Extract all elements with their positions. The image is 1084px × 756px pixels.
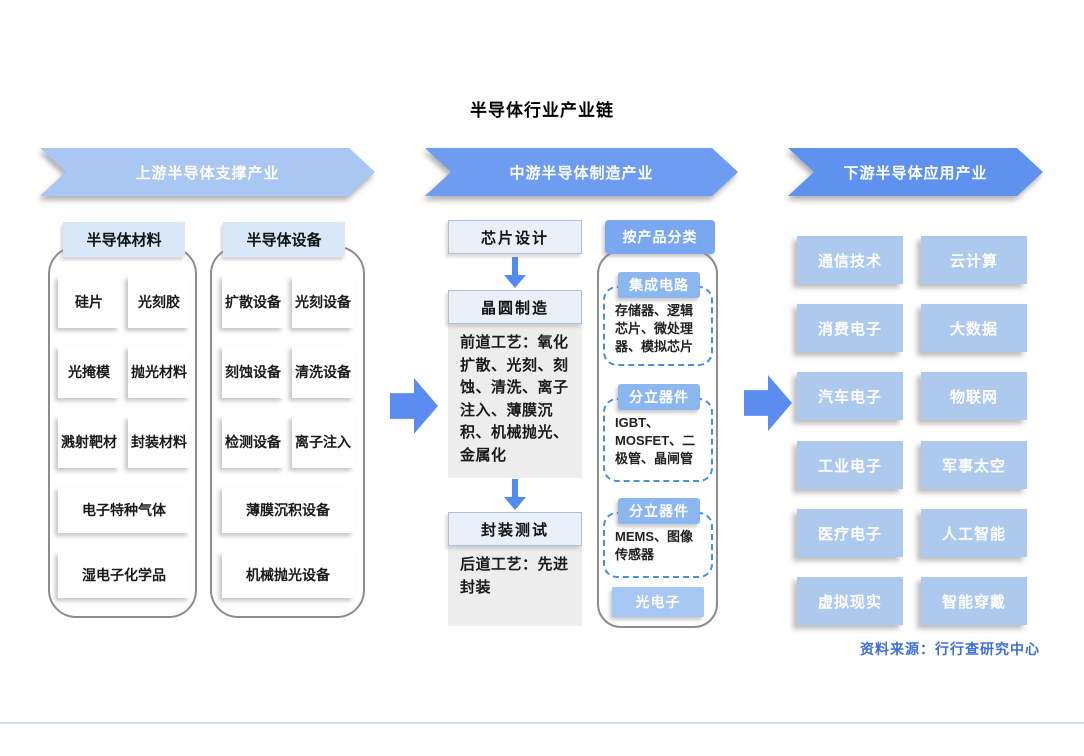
back-end-process-note: 后道工艺：先进封装 — [448, 546, 582, 626]
equipment-item: 薄膜沉积设备 — [222, 487, 354, 533]
category-label-sensor: 分立器件 — [618, 498, 700, 524]
app-box: 云计算 — [921, 236, 1027, 284]
material-item: 光掩模 — [58, 346, 120, 398]
down-arrow-icon — [504, 257, 526, 288]
equipment-panel-header: 半导体设备 — [223, 222, 345, 257]
page-title: 半导体行业产业链 — [470, 101, 614, 120]
front-end-process-note: 前道工艺：氧化扩散、光刻、刻蚀、清洗、离子注入、薄膜沉积、机械抛光、金属化 — [448, 324, 582, 478]
right-arrow-icon — [390, 378, 438, 434]
category-detail-ic: 存储器、逻辑芯片、微处理器、模拟芯片 — [603, 286, 713, 366]
flow-step-wafer-fab: 晶圆制造 — [448, 290, 582, 324]
category-detail-discrete: IGBT、MOSFET、二极管、晶闸管 — [603, 398, 713, 482]
app-box: 大数据 — [921, 304, 1027, 352]
midstream-banner-arrow: 中游半导体制造产业 — [425, 148, 738, 196]
upstream-banner-label: 上游半导体支撑产业 — [40, 148, 375, 196]
app-box: 虚拟现实 — [797, 577, 903, 625]
category-label-ic: 集成电路 — [618, 272, 700, 298]
materials-panel-header: 半导体材料 — [63, 222, 185, 257]
equipment-item: 光刻设备 — [292, 276, 354, 328]
app-box: 汽车电子 — [797, 372, 903, 420]
upstream-banner-arrow: 上游半导体支撑产业 — [40, 148, 375, 196]
downstream-banner-arrow: 下游半导体应用产业 — [788, 148, 1043, 196]
material-item: 封装材料 — [128, 416, 190, 468]
footer-divider — [0, 722, 1084, 724]
app-box: 人工智能 — [921, 509, 1027, 557]
app-box: 军事太空 — [921, 441, 1027, 489]
right-arrow-icon — [744, 375, 792, 431]
equipment-item: 检测设备 — [222, 416, 284, 468]
down-arrow-icon — [504, 479, 526, 510]
downstream-banner-label: 下游半导体应用产业 — [788, 148, 1043, 196]
midstream-banner-label: 中游半导体制造产业 — [425, 148, 738, 196]
material-item: 溅射靶材 — [58, 416, 120, 468]
material-item: 湿电子化学品 — [58, 552, 190, 598]
app-box: 智能穿戴 — [921, 577, 1027, 625]
app-box: 消费电子 — [797, 304, 903, 352]
equipment-item: 机械抛光设备 — [222, 552, 354, 598]
app-box: 工业电子 — [797, 441, 903, 489]
material-item: 硅片 — [58, 276, 120, 328]
app-box: 物联网 — [921, 372, 1027, 420]
equipment-item: 刻蚀设备 — [222, 346, 284, 398]
material-item: 光刻胶 — [128, 276, 190, 328]
app-box: 通信技术 — [797, 236, 903, 284]
flow-step-packaging-test: 封装测试 — [448, 512, 582, 546]
category-label-discrete: 分立器件 — [618, 384, 700, 410]
equipment-item: 扩散设备 — [222, 276, 284, 328]
app-box: 医疗电子 — [797, 509, 903, 557]
source-credit: 资料来源：行行查研究中心 — [860, 641, 1040, 657]
flow-step-chip-design: 芯片设计 — [448, 220, 582, 254]
equipment-item: 离子注入 — [292, 416, 354, 468]
equipment-item: 清洗设备 — [292, 346, 354, 398]
material-item: 电子特种气体 — [58, 487, 190, 533]
material-item: 抛光材料 — [128, 346, 190, 398]
category-optoelectronics: 光电子 — [612, 587, 704, 617]
by-product-header: 按产品分类 — [605, 220, 715, 254]
